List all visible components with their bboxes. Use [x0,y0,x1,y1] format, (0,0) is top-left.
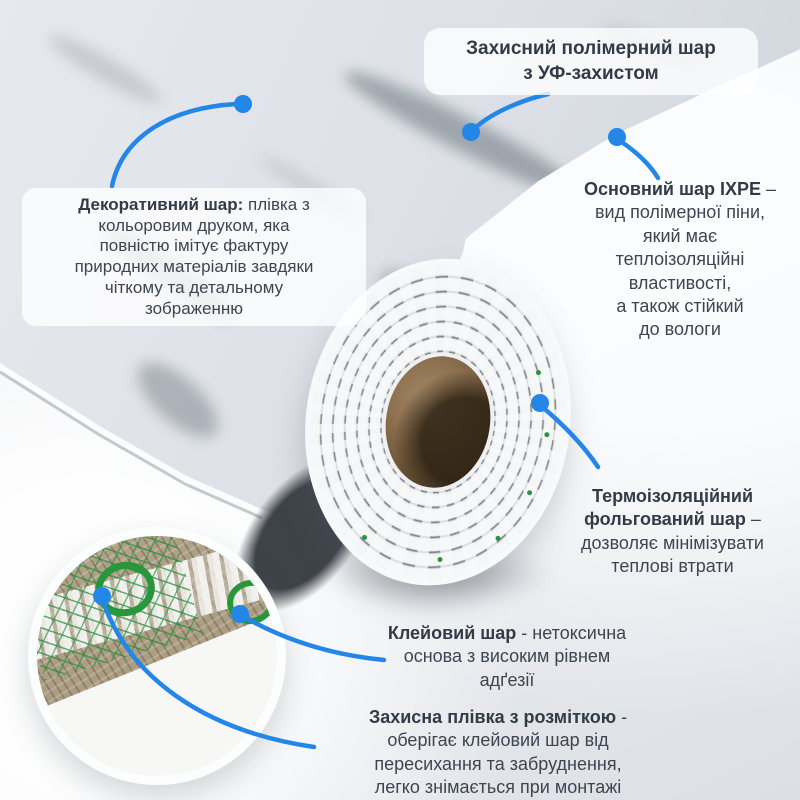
label-line: чіткому та детальному [104,277,284,297]
marking-blob [43,562,69,584]
label-line: Клейовий шар - нетоксична [387,623,627,643]
label-line: теплоізоляційні [615,249,745,270]
label-line: легко знімається при монтажі [374,777,622,798]
adhesive-layer-magnifier-circle [28,527,286,785]
marble-vein [43,26,167,112]
label-base-ixpe-layer: Основний шар IXPE – вид полімерної піни,я… [560,178,800,342]
roll-cardboard-core [371,344,505,500]
label-thermo-foil-layer: Термоізоляційний фольгований шар –дозволя… [545,485,800,579]
label-release-film-layer: Захисна плівка з розміткою - оберігає кле… [316,706,680,800]
label-line: повністю імітує фактуру [99,236,289,256]
label-adhesive-layer: Клейовий шар - нетоксична основа з високи… [352,622,662,692]
label-line: фольгований шар – [584,509,761,530]
label-line: пересихання та забруднення, [374,753,622,774]
label-line: Основний шар IXPE – [584,179,776,199]
label-line: який має [642,225,718,246]
marble-vein [126,350,230,450]
label-line: Захисний полімерний шар [466,38,716,59]
label-line: зображенню [144,298,244,318]
label-line: з УФ-захистом [523,62,659,84]
foam-speck [495,535,501,542]
label-line: до вологи [639,319,721,340]
label-line: природних матеріалів завдяки [74,257,314,277]
foam-speck [437,556,443,563]
label-line: властивості, [628,272,732,293]
label-line: основа з високим рівнем [403,646,611,667]
label-line: Термоізоляційний [591,486,754,506]
label-line: кольоровим друком, яка [98,215,290,235]
label-line: Декоративний шар: плівка з [78,195,310,214]
foam-speck [535,369,542,376]
label-line: Захисна плівка з розміткою - [368,707,628,727]
label-line: оберігає клейовий шар від [387,730,609,751]
label-line: а також стійкий [616,295,744,316]
foam-speck [543,431,550,438]
label-line: дозволяє мінімізувати [581,532,764,553]
label-protective-polymer-layer: Захисний полімерний шар з УФ-захистом [424,28,758,96]
label-line: теплові втрати [611,556,734,577]
label-line: адґезії [479,669,535,690]
foam-speck [526,489,533,496]
label-line: вид полімерної піни, [594,202,766,223]
foam-speck [361,534,368,541]
